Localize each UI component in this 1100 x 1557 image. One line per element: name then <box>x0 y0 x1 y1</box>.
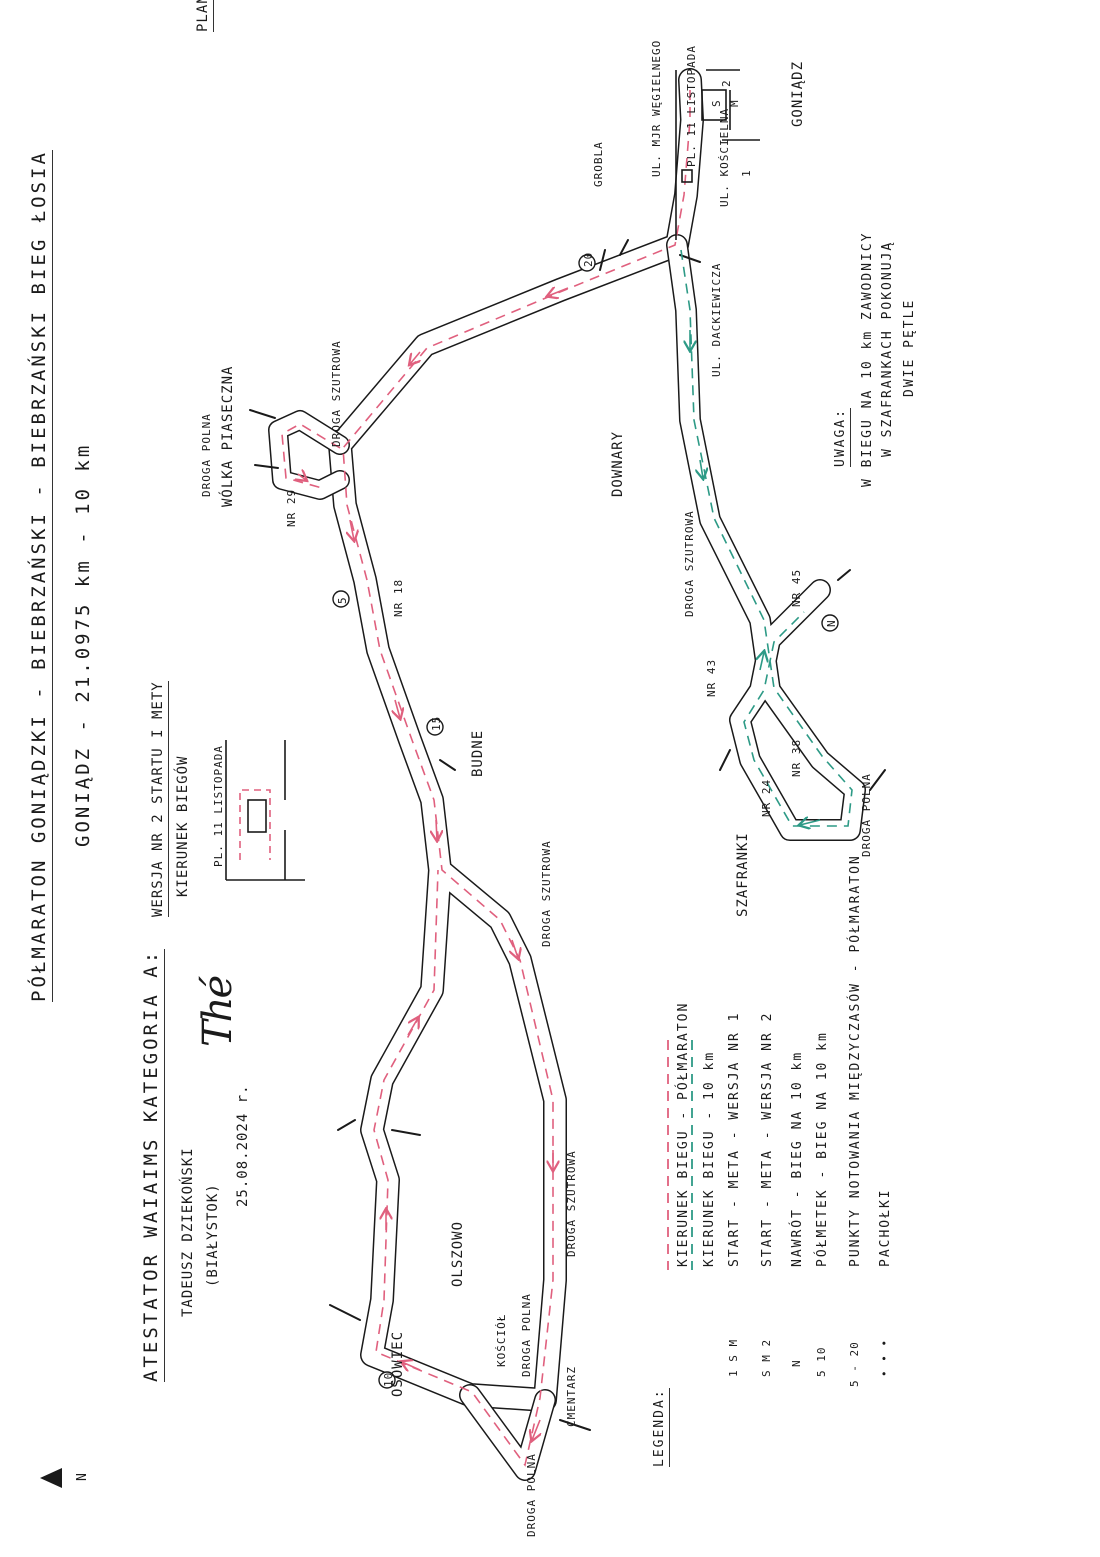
landmark-koscial: KOŚCIÓŁ <box>495 1313 508 1367</box>
legend-item-10km: KIERUNEK BIEGU - 10 km <box>702 1050 717 1267</box>
uwaga-line2: W SZAFRANKACH POKONUJĄ <box>880 240 895 457</box>
marker-km20: 20 <box>582 251 595 267</box>
map-subtitle: GONIĄDZ - 21.0975 km - 10 km <box>72 442 94 847</box>
attestator-signature: Thé <box>195 976 241 1047</box>
route-10km <box>680 249 853 827</box>
street-szutrowa-wolka: DROGA SZUTROWA <box>330 340 343 447</box>
landmark-nr43: NR 43 <box>705 658 718 697</box>
legend-samples <box>667 1040 693 1270</box>
landmark-grobla: GROBLA <box>592 141 605 187</box>
marker-m: M <box>728 99 741 107</box>
start-square-goniadz <box>675 69 760 240</box>
north-arrow <box>40 1468 62 1488</box>
town-olszowo: OLSZOWO <box>450 1220 466 1287</box>
legend-item-start1: START - META - WERSJA NR 1 <box>727 1011 742 1268</box>
route-half-arrows <box>298 288 569 1440</box>
town-szafranki: SZAFRANKI <box>735 832 751 917</box>
version2-square: PL. 11 LISTOPADA <box>212 745 225 867</box>
marker-s: S <box>710 99 723 107</box>
landmark-nr24: NR 24 <box>760 778 773 817</box>
legend-item-cones: PACHOŁKI <box>878 1188 893 1267</box>
legend-symbol-start2: S M 2 <box>760 1338 773 1377</box>
street-listopada: PL. 11 LISTOPADA <box>685 45 698 167</box>
town-osowiec: OSOWIEC <box>390 1330 406 1397</box>
north-label: N <box>75 1471 90 1481</box>
legend-symbol-cones: • • • <box>878 1338 891 1377</box>
street-szutrowa-osowiec: DROGA SZUTROWA <box>565 1150 578 1257</box>
uwaga-label: UWAGA: <box>833 408 851 467</box>
version2-heading: WERSJA NR 2 STARTU I METY <box>150 681 169 917</box>
town-downary: DOWNARY <box>610 430 626 497</box>
town-goniadz: GONIĄDZ <box>790 60 806 127</box>
landmark-nr29: NR 29 <box>285 488 298 527</box>
legend-heading: LEGENDA: <box>652 1388 670 1467</box>
street-polna-south: DROGA POLNA <box>525 1453 538 1537</box>
legend-item-half: KIERUNEK BIEGU - PÓŁMARATON <box>676 1001 691 1267</box>
street-dackiewicza: UL. DACKIEWICZA <box>710 262 723 377</box>
legend-symbol-splits: 5 - 20 <box>848 1341 861 1387</box>
street-polna-wolka: DROGA POLNA <box>200 413 213 497</box>
version2-inset <box>225 740 305 881</box>
landmark-nr18: NR 18 <box>392 578 405 617</box>
street-koscielna: UL. KOŚCIELNA <box>718 107 731 207</box>
version2-subheading: KIERUNEK BIEGÓW <box>175 755 191 897</box>
street-szutrowa-downary: DROGA SZUTROWA <box>683 510 696 617</box>
note-top: PLAN TRASY ZALICZONY DO DANEJ SKALI MAPY <box>195 0 214 32</box>
legend-symbol-halfway: 5 10 <box>815 1346 828 1378</box>
marker-one: 1 <box>740 169 753 177</box>
uwaga-line1: W BIEGU NA 10 km ZAWODNICY <box>860 231 875 488</box>
attestator-city: (BIAŁYSTOK) <box>205 1183 221 1287</box>
marker-km10: 10 <box>382 1371 395 1387</box>
marker-km5: 5 <box>336 596 349 604</box>
attestator-heading: ATESTATOR WAIAIMS KATEGORIA A: <box>140 948 165 1382</box>
street-wegielnego: UL. MJR WĘGIELNEGO <box>650 39 663 177</box>
map-title: PÓŁMARATON GONIĄDZKI - BIEBRZAŃSKI - BIE… <box>28 150 53 1002</box>
landmark-cmentarz: CMENTARZ <box>565 1366 578 1427</box>
street-polna-osowiec: DROGA POLNA <box>520 1293 533 1377</box>
km-markers <box>332 254 839 1389</box>
marker-km15: 15 <box>430 715 443 731</box>
marker-n: N <box>825 619 838 627</box>
attestator-name: TADEUSZ DZIEKOŃSKI <box>180 1147 196 1317</box>
street-szutrowa-budne: DROGA SZUTROWA <box>540 840 553 947</box>
legend-item-start2: START - META - WERSJA NR 2 <box>760 1011 775 1268</box>
legend-symbol-turn: N <box>790 1359 803 1367</box>
town-budne: BUDNE <box>470 729 486 777</box>
legend-symbol-start1: 1 S M <box>727 1338 740 1377</box>
landmark-nr38: NR 38 <box>790 738 803 777</box>
route-10km-arrows <box>690 330 821 825</box>
legend-item-splits: PUNKTY NOTOWANIA MIĘDZYCZASÓW - PÓŁMARAT… <box>848 854 863 1267</box>
marker-two: 2 <box>720 79 733 87</box>
town-wolka: WÓLKA PIASECZNA <box>220 365 236 507</box>
street-polna-szafranki: DROGA POLNA <box>860 773 873 857</box>
attestator-date: 25.08.2024 r. <box>235 1084 251 1207</box>
legend-item-turn: NAWRÓT - BIEG NA 10 km <box>790 1050 805 1267</box>
landmark-nr45: NR 45 <box>790 568 803 607</box>
legend-item-halfway: PÓŁMETEK - BIEG NA 10 km <box>815 1031 830 1267</box>
uwaga-line3: DWIE PĘTLE <box>902 298 917 397</box>
